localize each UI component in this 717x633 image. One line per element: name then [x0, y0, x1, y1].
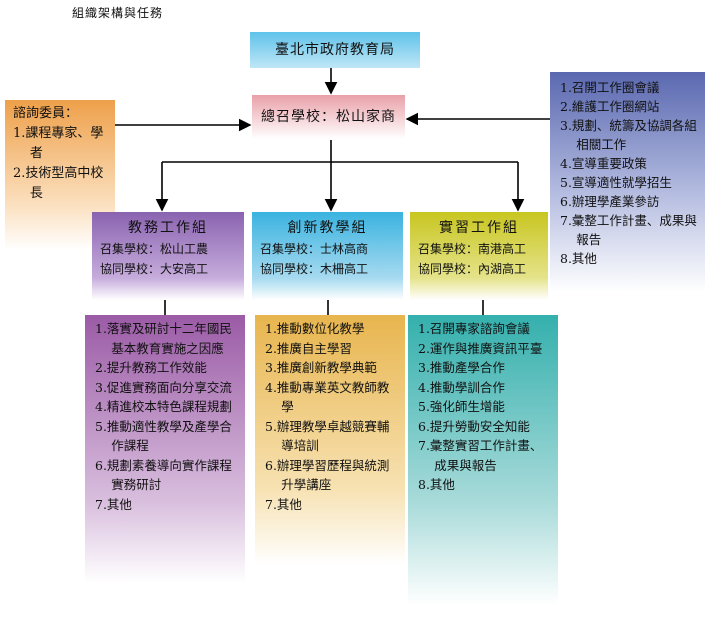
list-item: 4.精進校本特色課程規劃 — [95, 399, 232, 414]
group-co-school: 協同學校：大安高工 — [100, 262, 209, 276]
list-item: 8.其他 — [560, 251, 597, 266]
list-item: 7.其他 — [265, 496, 302, 512]
group-convener: 召集學校：士林高商 — [260, 242, 369, 256]
education-bureau-box: 臺北市政府教育局 — [250, 32, 420, 68]
list-item: 2.維護工作圈網站 — [560, 99, 660, 114]
list-item: 1.課程專家、學者 — [13, 126, 104, 161]
list-item: 7.其他 — [95, 496, 132, 512]
list-item: 5.宣導適性就學招生 — [560, 175, 672, 190]
group-name: 實習工作組 — [439, 220, 519, 236]
list-item: 1.推動數位化教學 — [265, 321, 365, 336]
list-item: 8.其他 — [418, 477, 455, 492]
list-item: 2.技術型高中校長 — [13, 166, 104, 201]
list-item: 5.強化師生增能 — [418, 399, 505, 414]
list-item: 6.規劃素養導向實作課程實務研討 — [95, 457, 232, 493]
list-item: 3.規劃、統籌及協調各組相關工作 — [560, 118, 697, 152]
list-item: 1.召開專家諮詢會議 — [418, 321, 530, 336]
group-convener: 召集學校：南港高工 — [418, 242, 527, 256]
list-item: 3.推廣創新教學典範 — [265, 360, 377, 375]
list-item: 6.辦理學產業參訪 — [560, 194, 660, 209]
list-item: 5.辦理教學卓越競賽輔導培訓 — [265, 418, 390, 454]
group-name: 創新教學組 — [287, 220, 368, 236]
list-item: 7.彙整實習工作計畫、成果與報告 — [418, 438, 543, 473]
list-item: 7.彙整工作計畫、成果與報告 — [560, 213, 697, 247]
list-item: 4.推動學訓合作 — [418, 379, 505, 395]
list-item: 2.推廣自主學習 — [265, 340, 352, 356]
page-title: 組織架構與任務 — [72, 6, 164, 20]
list-item: 6.辦理學習歷程與統測升學講座 — [265, 457, 390, 493]
group-co-school: 協同學校：內湖高工 — [418, 262, 527, 276]
internship-tasks-box: 1.召開專家諮詢會議 2.運作與推廣資訊平臺 3.推動產學合作 4.推動學訓合作… — [408, 315, 558, 605]
group-innovation-box: 創新教學組 召集學校：士林高商 協同學校：木柵高工 — [252, 212, 403, 300]
advisors-heading: 諮詢委員： — [13, 106, 79, 121]
innovation-tasks-box: 1.推動數位化教學 2.推廣自主學習 3.推廣創新教學典範 4.推動專業英文教師… — [255, 315, 405, 565]
list-item: 2.運作與推廣資訊平臺 — [418, 340, 543, 356]
list-item: 3.推動產學合作 — [418, 360, 505, 375]
group-convener: 召集學校：松山工農 — [100, 242, 209, 256]
group-name: 教務工作組 — [128, 220, 208, 236]
academic-tasks-box: 1.落實及研討十二年國民基本教育實施之因應 2.提升教務工作效能 3.促進實務面… — [85, 315, 245, 583]
list-item: 6.提升勞動安全知能 — [418, 418, 530, 434]
list-item: 1.落實及研討十二年國民基本教育實施之因應 — [95, 321, 232, 356]
hq-school-box: 總召學校：松山家商 — [252, 95, 405, 139]
group-co-school: 協同學校：木柵高工 — [260, 262, 369, 276]
hq-tasks-box: 1.召開工作圈會議 2.維護工作圈網站 3.規劃、統籌及協調各組相關工作 4.宣… — [550, 72, 705, 292]
list-item: 1.召開工作圈會議 — [560, 80, 660, 95]
list-item: 2.提升教務工作效能 — [95, 360, 207, 375]
group-academic-box: 教務工作組 召集學校：松山工農 協同學校：大安高工 — [92, 212, 244, 300]
group-internship-box: 實習工作組 召集學校：南港高工 協同學校：內湖高工 — [410, 212, 548, 300]
list-item: 4.宣導重要政策 — [560, 156, 647, 171]
list-item: 5.推動適性教學及產學合作課程 — [95, 418, 232, 454]
list-item: 4.推動專業英文教師教學 — [265, 379, 390, 415]
list-item: 3.促進實務面向分享交流 — [95, 379, 232, 395]
